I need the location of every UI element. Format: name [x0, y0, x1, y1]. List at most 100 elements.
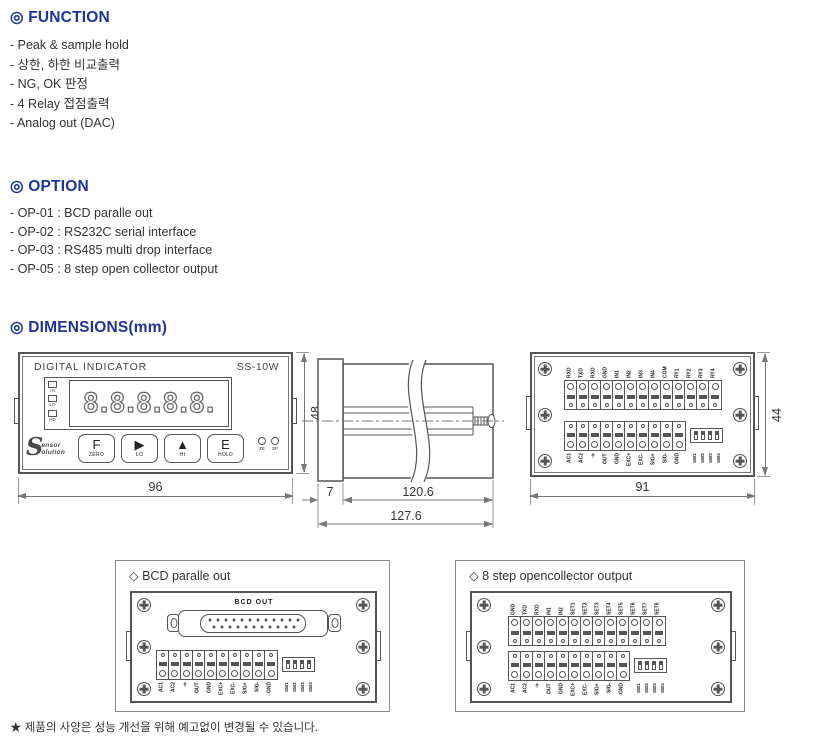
terminal: [157, 651, 169, 679]
terminal: [565, 422, 577, 450]
terminal-label: AC1: [158, 682, 165, 693]
option-item: - OP-02 : RS232C serial interface: [10, 224, 197, 239]
terminal: [217, 651, 229, 679]
terminal-label: IN2: [626, 370, 633, 378]
rear-height-value: 44: [770, 407, 784, 422]
terminal: [617, 617, 629, 645]
dip-switch-label: SW2: [643, 683, 649, 693]
terminal: [565, 381, 577, 409]
terminal-label: SIG-: [254, 682, 261, 693]
front-button: ▶LO: [121, 434, 158, 463]
sensor-solution-logo: S ensor olution: [26, 435, 66, 459]
dip-switch-segment: [307, 660, 311, 669]
function-item: - Peak & sample hold: [10, 38, 129, 52]
dip-switch-segment: [659, 661, 663, 670]
latch-tab-left: [466, 631, 471, 661]
terminal: [509, 652, 521, 680]
screw-icon: [356, 640, 370, 654]
latch-tab-left: [126, 631, 131, 661]
status-led: HI: [48, 381, 57, 393]
terminal: [589, 422, 601, 450]
terminal-label: AC1: [566, 453, 573, 464]
dip-switch-segment: [694, 431, 698, 440]
terminal-label: SET4: [606, 602, 613, 615]
terminal: [613, 381, 625, 409]
terminal-label: AC2: [522, 683, 529, 694]
terminal-label: SIG+: [650, 453, 657, 465]
option-item: - OP-01 : BCD paralle out: [10, 206, 153, 220]
indicator-led: ZE: [258, 437, 266, 451]
dip-switch-label: SW4: [715, 453, 721, 463]
screw-icon: [137, 682, 151, 696]
terminal: [637, 422, 649, 450]
terminal-label: OUT: [602, 453, 609, 464]
terminal: [569, 617, 581, 645]
terminal: [625, 381, 637, 409]
terminal-label: GND: [614, 453, 621, 465]
screw-icon: [538, 408, 552, 422]
rear-width-dimension: 91: [529, 480, 756, 499]
terminal: [533, 617, 545, 645]
terminal-label: SET6: [630, 602, 637, 615]
front-width-dimension: 96: [17, 480, 294, 499]
dip-switch-segment: [638, 661, 642, 670]
front-height-dimension: 48: [301, 353, 323, 473]
terminal: [509, 617, 521, 645]
terminal: [653, 617, 665, 645]
terminal-label: RXD: [534, 604, 541, 615]
side-body-value: 120.6: [402, 485, 433, 499]
bcd-connector-label: BCD OUT: [234, 599, 274, 606]
terminal: [613, 422, 625, 450]
terminal: [629, 617, 641, 645]
terminal: [601, 381, 613, 409]
terminal-label: EXC+: [570, 683, 577, 697]
rear-width-value: 91: [632, 480, 653, 494]
ext-line: [18, 478, 19, 504]
terminal-label: EXC-: [582, 683, 589, 695]
terminal-label: SIG+: [242, 682, 249, 694]
dip-switch-label: SW3: [299, 682, 305, 692]
terminal: [181, 651, 193, 679]
terminal: [521, 652, 533, 680]
bcd-box-title: ◇ BCD paralle out: [129, 569, 231, 583]
terminal-label: SET8: [654, 602, 661, 615]
dip-switch-segment: [652, 661, 656, 670]
terminal-label: GND: [206, 682, 213, 694]
indicator-led: SP: [271, 437, 279, 451]
terminal: [649, 422, 661, 450]
screw-icon: [538, 454, 552, 468]
terminal: [649, 381, 661, 409]
latch-tab-right: [754, 396, 759, 430]
terminal-label: GND: [558, 683, 565, 695]
screw-icon: [711, 682, 725, 696]
dip-switch-segment: [300, 660, 304, 669]
terminal-label: AC2: [170, 682, 177, 693]
dip-switch-segment: [293, 660, 297, 669]
terminal: [545, 617, 557, 645]
terminal: [577, 381, 589, 409]
screw-icon: [733, 454, 747, 468]
terminal: [521, 617, 533, 645]
latch-tab-right: [376, 631, 381, 661]
terminal-label: EXC-: [638, 453, 645, 465]
terminal-label: RY4: [710, 368, 717, 378]
terminal-label: ⏚: [590, 453, 597, 458]
side-total-value: 127.6: [390, 509, 421, 523]
display-digits: 8.8.8.8.8.: [82, 388, 219, 419]
dip-switch-label: SW1: [283, 682, 289, 692]
terminal-label: SIG-: [662, 453, 669, 464]
terminal-label: IN1: [546, 607, 553, 615]
ext-line: [530, 479, 531, 505]
terminal-label: OUT: [194, 682, 201, 693]
terminal-label: GND: [602, 366, 609, 378]
ext-line: [754, 479, 755, 505]
terminal-label: GND: [266, 682, 273, 694]
dip-switch-segment: [286, 660, 290, 669]
logo-word-2: olution: [41, 449, 66, 456]
dip-switch-label: SW1: [635, 683, 641, 693]
